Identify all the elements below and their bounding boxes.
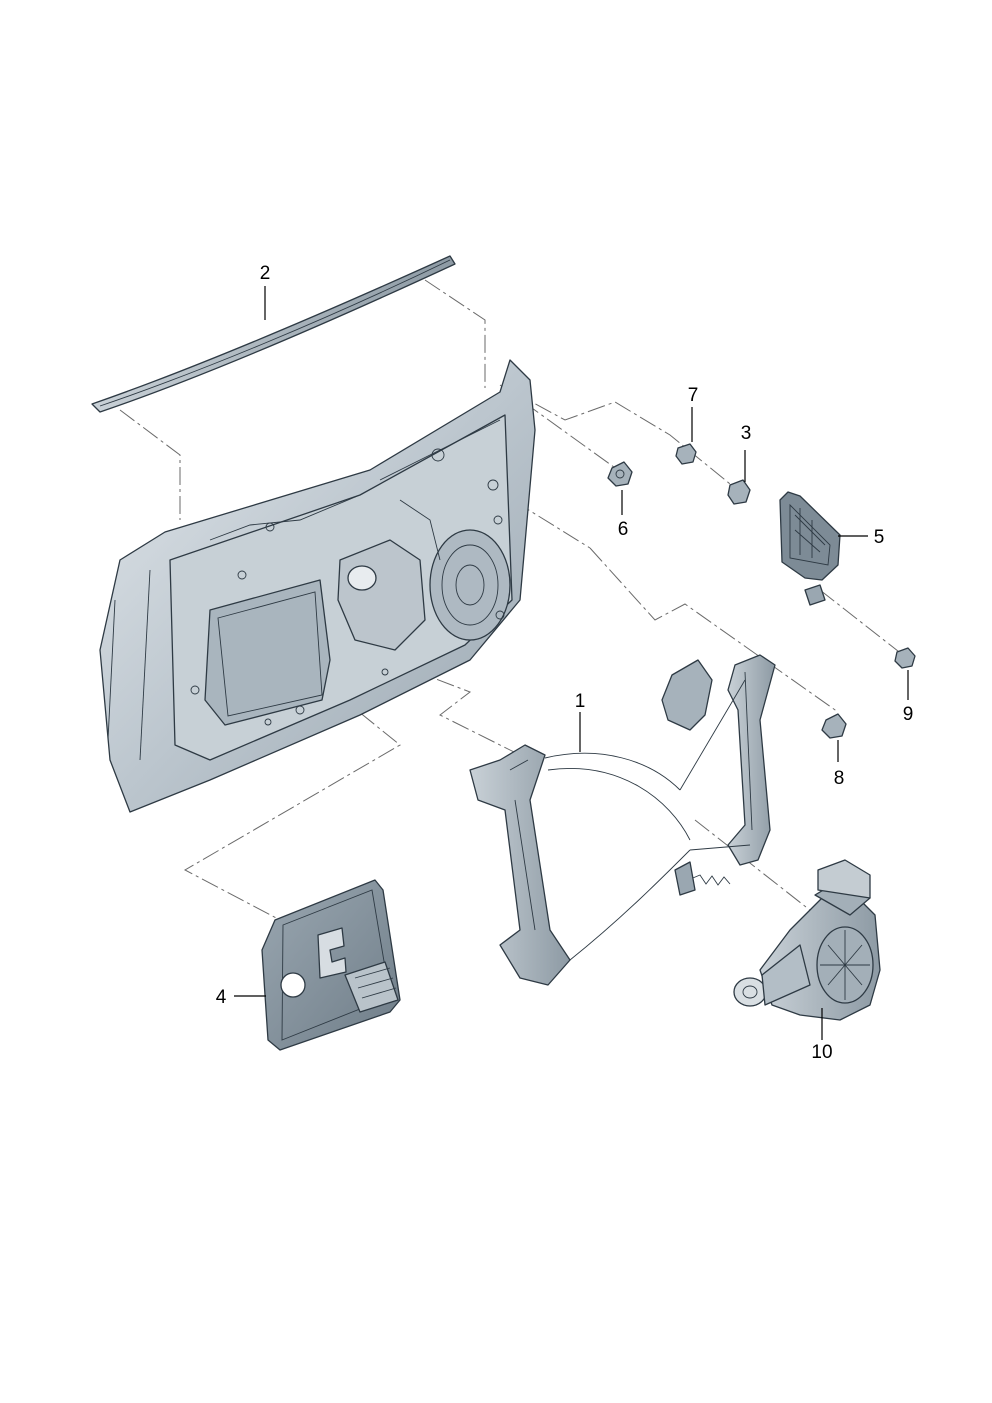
mirror-triangle-cover [779,491,841,606]
callout-3: 3 [741,423,752,444]
callout-2: 2 [260,263,271,284]
callout-1: 1 [575,691,586,712]
callout-9: 9 [903,704,914,725]
callout-10: 10 [811,1042,832,1063]
callout-6: 6 [618,519,629,540]
fastener-3 [727,479,751,505]
callout-5: 5 [874,527,885,548]
callout-7: 7 [688,385,699,406]
leader-lines [234,286,909,1040]
door-inner-panel [99,359,536,813]
callout-4: 4 [216,987,227,1008]
door-cover-panel [261,879,401,1051]
window-motor [733,859,881,1021]
callout-8: 8 [834,768,845,789]
callout-labels: 1 2 3 4 5 6 7 8 9 10 [216,263,914,1063]
fastener-6 [607,461,633,487]
window-regulator [469,654,776,986]
fastener-8 [821,713,847,739]
fastener-7 [675,443,697,465]
window-channel-strip [91,255,456,413]
screw-9 [894,647,916,669]
